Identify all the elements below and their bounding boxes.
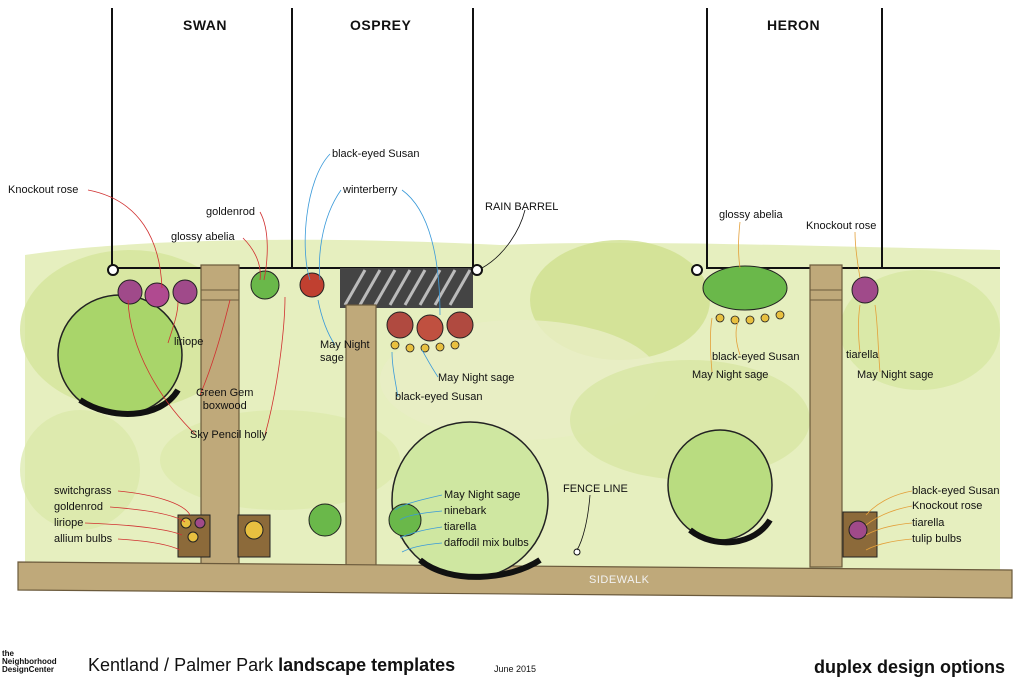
front-beds [177,503,878,558]
leader-lines-black [481,209,591,551]
label-tiarella-heron-bed: tiarella [912,517,945,529]
label-may-night-sage-osprey: May Night sage [438,372,515,384]
label-black-eyed-susan-heron: black-eyed Susan [712,351,800,363]
logo-line-2: Neighborhood [2,657,57,666]
label-tulip-bulbs: tulip bulbs [912,533,962,545]
label-may-night-sage-osprey-left: May Night sage [320,339,370,365]
logo-line-1: the [2,649,14,658]
label-black-eyed-susan-osprey-top: black-eyed Susan [332,148,420,160]
label-black-eyed-susan-osprey: black-eyed Susan [395,391,483,403]
label-knockout-rose-heron-bed: Knockout rose [912,500,983,512]
walkways [17,264,1013,599]
label-sidewalk: SIDEWALK [589,574,650,586]
title-bold: landscape templates [278,655,456,675]
label-green-gem-line2: boxwood [202,400,247,412]
small-flowers [390,310,785,353]
label-rain-barrel: RAIN BARREL [485,201,559,213]
fence-line-marker [573,548,581,556]
osprey-patio [340,268,473,308]
label-switchgrass: switchgrass [54,485,112,497]
house-label-osprey: OSPREY [350,17,412,33]
label-allium-bulbs: allium bulbs [54,533,113,545]
house-label-heron: HERON [767,17,821,33]
foundation-plantings [117,265,879,342]
label-fence-line: FENCE LINE [563,483,628,495]
lawn-area [20,239,1000,570]
label-may-night-sage-heron-right: May Night sage [857,369,934,381]
label-liriope-swan: liriope [174,336,204,348]
label-daffodil-mix-bulbs: daffodil mix bulbs [444,537,529,549]
neighborhood-design-center-logo: the Neighborhood DesignCenter [2,650,57,674]
label-may-night-line2: sage [320,352,344,364]
trees [57,294,773,580]
label-glossy-abelia-heron: glossy abelia [719,209,783,221]
date-label: June 2015 [494,664,537,674]
label-may-night-sage-bed: May Night sage [444,489,521,501]
label-winterberry: winterberry [343,184,398,196]
page-title: Kentland / Palmer Park landscape templat… [88,655,455,676]
label-goldenrod-bed: goldenrod [54,501,103,513]
house-outlines [111,8,1000,269]
logo-line-3: DesignCenter [2,665,55,674]
leader-lines-red [84,189,286,551]
title-plain: Kentland / Palmer Park [88,655,274,675]
label-may-night-sage-heron: May Night sage [692,369,769,381]
label-ninebark: ninebark [444,505,487,517]
label-knockout-rose-swan: Knockout rose [8,184,79,196]
label-knockout-rose-heron: Knockout rose [806,220,877,232]
label-black-eyed-susan-heron-bed: black-eyed Susan [912,485,1000,497]
house-label-swan: SWAN [183,17,227,33]
leader-lines-orange [710,221,913,551]
label-goldenrod-swan: goldenrod [206,206,255,218]
leader-lines-blue [304,153,443,553]
label-liriope-bed: liriope [54,517,84,529]
label-glossy-abelia-swan: glossy abelia [171,231,235,243]
label-tiarella-bed: tiarella [444,521,477,533]
label-green-gem-line1: Green Gem [196,387,254,399]
downspout-markers [107,264,703,276]
label-green-gem: Green Gem boxwood [196,387,253,413]
label-sky-pencil-holly: Sky Pencil holly [190,429,268,441]
label-may-night-line1: May Night [320,339,370,351]
design-options-label: duplex design options [814,657,1006,677]
label-tiarella-heron: tiarella [846,349,879,361]
walkway-steps [201,289,842,301]
